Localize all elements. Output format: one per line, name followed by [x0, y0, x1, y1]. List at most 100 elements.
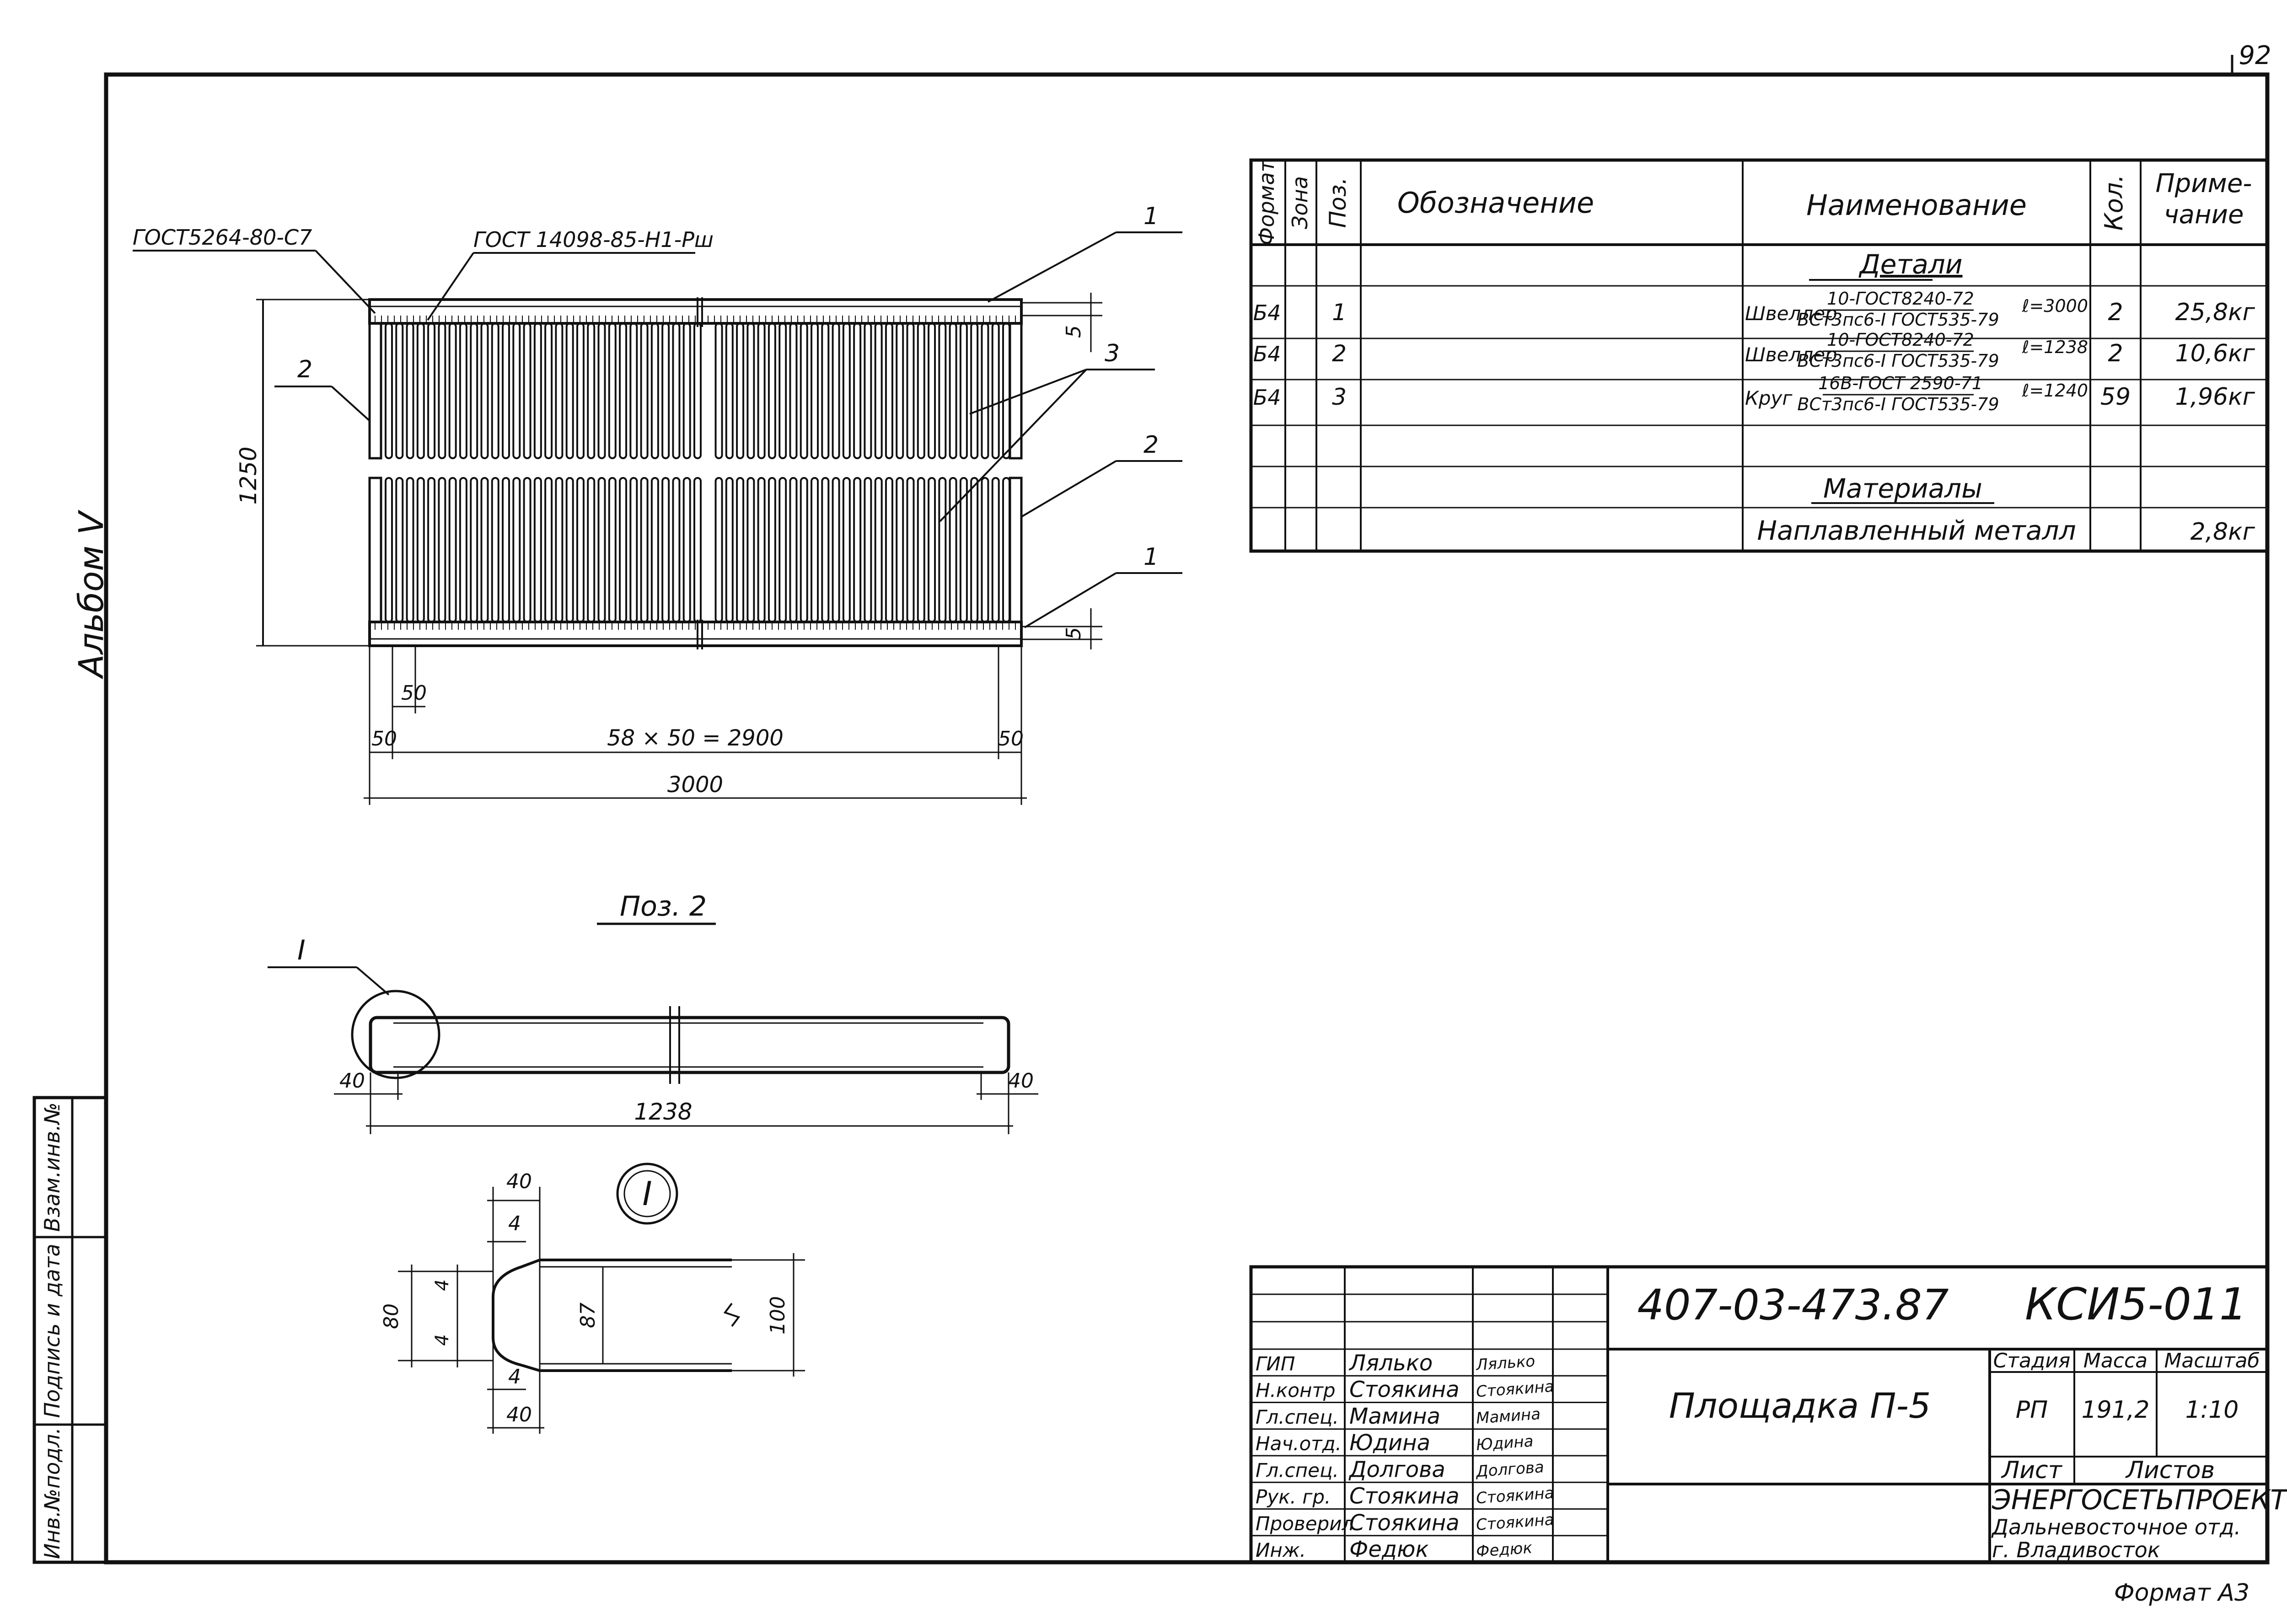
spec-row-name-bottom: ВСт3пс6-I ГОСТ535-79 [1797, 351, 1999, 371]
spec-row-length: ℓ=3000 [2022, 296, 2088, 316]
spec-row-name-top: 10-ГОСТ8240-72 [1827, 330, 1974, 350]
round-bar-upper [619, 322, 628, 459]
round-bar-upper [725, 322, 734, 459]
gost-weld-label-1: ГОСТ5264-80-С7 [133, 225, 312, 250]
spec-row-note: 10,6кг [2175, 340, 2255, 367]
round-bars [375, 316, 1016, 630]
page-number: 92 [2239, 41, 2271, 70]
round-bar-upper [597, 322, 606, 459]
round-bar-lower [768, 477, 776, 623]
org-name: ЭНЕРГОСЕТЬПРОЕКТ [1992, 1484, 2287, 1516]
round-bar-lower [448, 477, 457, 623]
round-bar-upper [800, 322, 808, 459]
round-bar-upper [672, 322, 681, 459]
round-bar-lower [608, 477, 617, 623]
spec-row-name-prefix: Швеллер [1745, 302, 1837, 325]
round-bar-lower [789, 477, 798, 623]
round-bar-upper [470, 322, 478, 459]
callout-2-right: 2 [1144, 431, 1159, 459]
round-bar-upper [1002, 322, 1010, 459]
round-bar-lower [949, 477, 957, 623]
signatory-signature: Федюк [1476, 1538, 1533, 1561]
round-bar-lower [928, 477, 936, 623]
left-strip: Взам.инв.№ Подпись и дата Инв.№подл. [32, 1096, 108, 1564]
round-bar-upper [821, 322, 830, 459]
detail-I-mark: I [642, 1174, 652, 1213]
round-bar-upper [406, 322, 414, 459]
round-bar-lower [576, 477, 585, 623]
spec-header-note: Приме- [2156, 169, 2252, 198]
right-side-channel-bottom [1009, 477, 1023, 623]
round-bar-upper [416, 322, 425, 459]
round-bar-lower [842, 477, 851, 623]
spec-material-note: 2,8кг [2190, 518, 2255, 546]
signatory-name: Мамина [1349, 1404, 1440, 1429]
round-bar-lower [406, 477, 414, 623]
round-bar-lower [811, 477, 819, 623]
sheets-label: Листов [2125, 1457, 2215, 1484]
round-bar-upper [959, 322, 968, 459]
round-bar-upper [896, 322, 904, 459]
round-bar-lower [597, 477, 606, 623]
signatory-role: Инж. [1256, 1539, 1306, 1561]
round-bar-lower [385, 477, 393, 623]
round-bar-lower [725, 477, 734, 623]
round-bar-upper [757, 322, 766, 459]
round-bar-lower [874, 477, 883, 623]
plan-view: 1250 5 5 50 50 58 × 50 = 2900 50 3000 ГО… [133, 203, 1182, 805]
round-bar-upper [746, 322, 755, 459]
signatory-signature: Стоякина [1476, 1377, 1555, 1401]
round-bar-lower [523, 477, 531, 623]
round-bar-upper [565, 322, 574, 459]
spec-header-pos: Поз. [1325, 177, 1351, 228]
signatory-name: Стоякина [1349, 1510, 1460, 1536]
round-bar-upper [928, 322, 936, 459]
signatory-signature: Стоякина [1476, 1484, 1555, 1508]
spec-row-format: Б4 [1253, 385, 1281, 410]
drawing-title: Площадка П-5 [1669, 1385, 1931, 1426]
detail-I-circle [351, 990, 440, 1079]
round-bar-lower [395, 477, 404, 623]
round-bar-lower [864, 477, 872, 623]
detail-dim-100: 100 [766, 1296, 789, 1335]
round-bar-lower [459, 477, 467, 623]
round-bar-lower [693, 477, 702, 623]
signatory-role: Рук. гр. [1256, 1486, 1331, 1508]
round-bar-lower [640, 477, 649, 623]
signatory-role: Гл.спец. [1256, 1406, 1339, 1428]
pos2-dim-length: 1238 [634, 1099, 692, 1125]
album-label: Альбом V [72, 509, 111, 679]
round-bar-lower [736, 477, 745, 623]
round-bar-upper [385, 322, 393, 459]
round-bar-upper [714, 322, 723, 459]
round-bar-lower [416, 477, 425, 623]
round-bar-upper [991, 322, 1000, 459]
round-bar-upper [842, 322, 851, 459]
spec-header-zone: Зона [1288, 176, 1312, 229]
spec-row-name-top: 16В-ГОСТ 2590-71 [1818, 373, 1983, 393]
round-bar-upper [544, 322, 553, 459]
dim-span: 58 × 50 = 2900 [607, 725, 784, 751]
round-bar-lower [512, 477, 521, 623]
pos2-view: Поз. 2 I 40 40 1238 [268, 890, 1038, 1134]
round-bar-upper [938, 322, 947, 459]
round-bar-upper [778, 322, 787, 459]
spec-row-qty: 59 [2100, 383, 2131, 411]
round-bar-lower [800, 477, 808, 623]
spec-row-pos: 3 [1332, 384, 1347, 410]
spec-row-format: Б4 [1253, 342, 1281, 366]
round-bar-upper [587, 322, 596, 459]
detail-dim-4-b: 4 [432, 1334, 453, 1345]
round-bar-lower [480, 477, 489, 623]
scale-value: 1:10 [2185, 1396, 2239, 1424]
stage-value: РП [2016, 1396, 2048, 1424]
spec-row-name-top: 10-ГОСТ8240-72 [1827, 289, 1974, 309]
callout-1-top: 1 [1144, 203, 1159, 230]
round-bar-upper [512, 322, 521, 459]
callout-2-left: 2 [297, 356, 312, 383]
round-bar-upper [789, 322, 798, 459]
spec-header-qty: Кол. [2099, 174, 2128, 230]
detail-dim-40-bottom: 40 [506, 1403, 532, 1426]
round-bar-lower [555, 477, 564, 623]
